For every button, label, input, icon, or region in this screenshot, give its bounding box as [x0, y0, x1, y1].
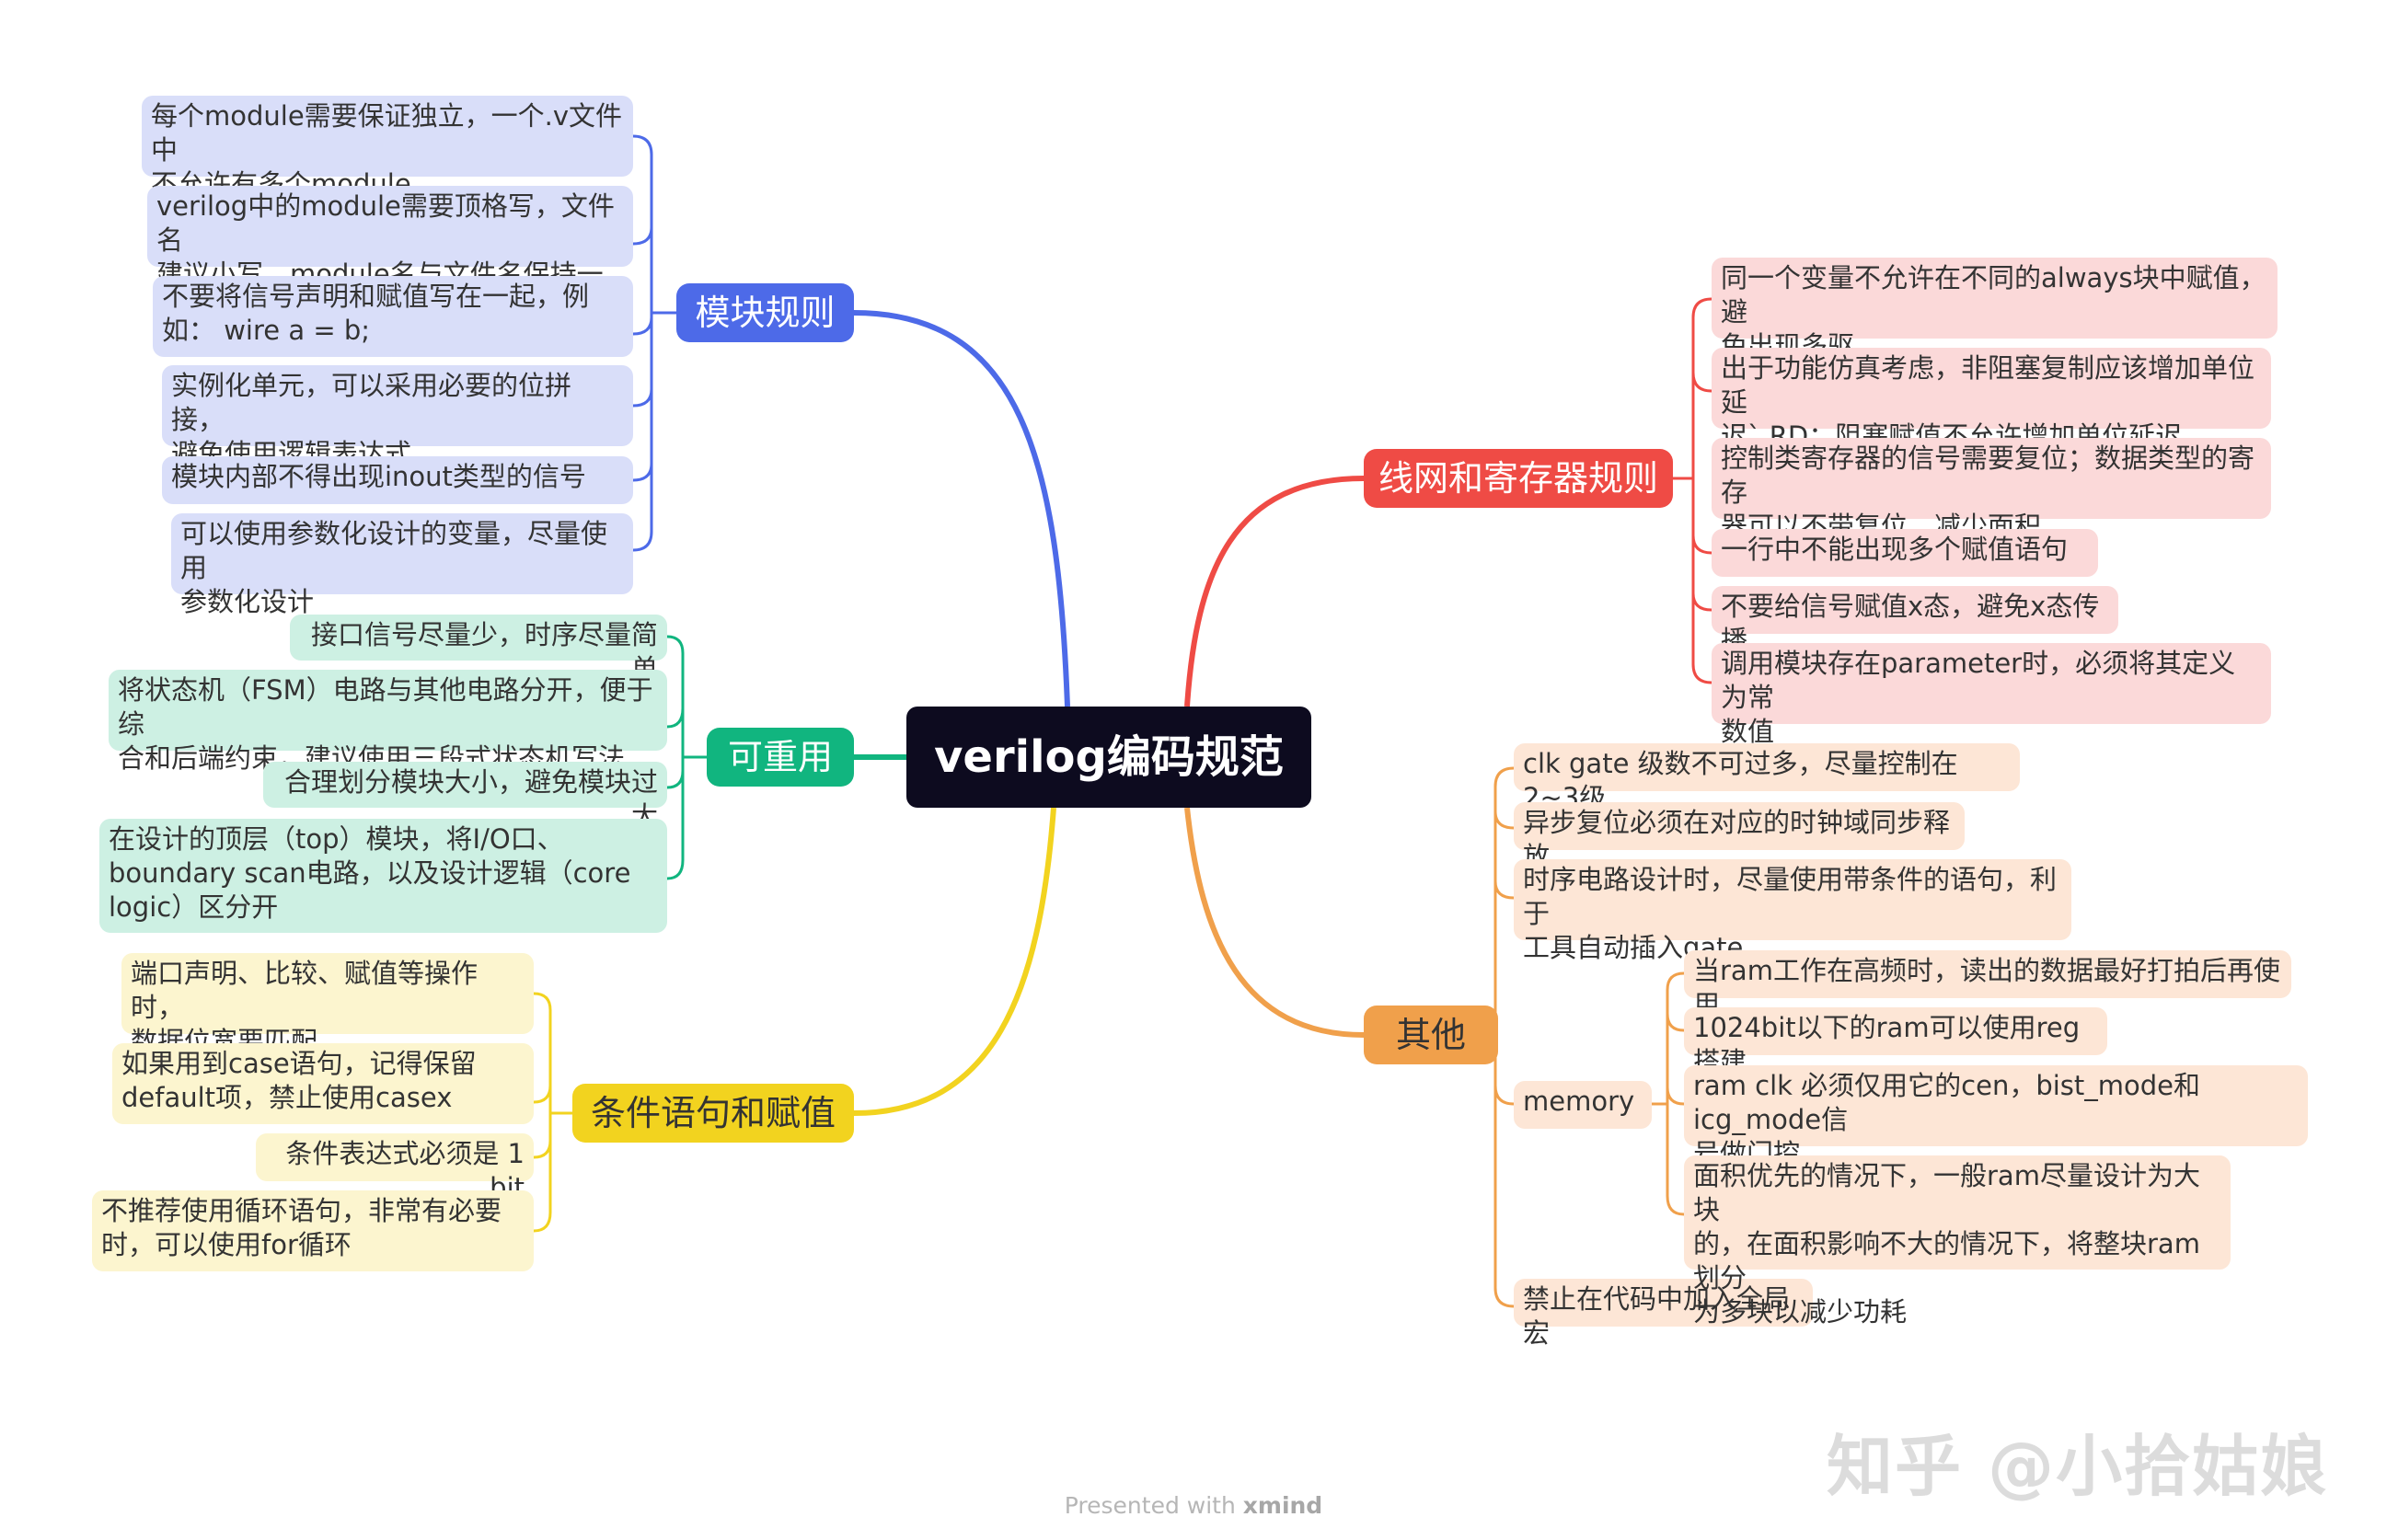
connector-root-cond — [853, 807, 1056, 1116]
module-rule-2[interactable]: verilog中的module需要顶格写，文件名 建议小写，module名与文件… — [147, 186, 633, 324]
wire-rule-4[interactable]: 一行中不能出现多个赋值语句 — [1712, 529, 2098, 577]
module-rule-1[interactable]: 每个module需要保证独立，一个.v文件中 不允许有多个module — [142, 96, 633, 200]
reuse-rule-4[interactable]: 在设计的顶层（top）模块，将I/O口、 boundary scan电路，以及设… — [99, 819, 667, 933]
bracket-module — [632, 134, 676, 552]
reuse-rule-3[interactable]: 合理划分模块大小，避免模块过大 — [263, 762, 667, 832]
branch-conditional-assignment[interactable]: 条件语句和赋值 — [572, 1084, 854, 1143]
module-rule-4[interactable]: 实例化单元，可以采用必要的位拼接， 避免使用逻辑表达式 — [162, 365, 633, 469]
central-topic[interactable]: verilog编码规范 — [906, 707, 1311, 808]
cond-rule-2[interactable]: 如果用到case语句，记得保留 default项，禁止使用casex — [112, 1043, 534, 1124]
memory-rule-1[interactable]: 当ram工作在高频时，读出的数据最好打拍后再使用 — [1684, 950, 2291, 1020]
connector-root-wire — [1184, 476, 1365, 707]
reuse-rule-1[interactable]: 接口信号尽量少，时序尽量简单 — [290, 615, 667, 684]
wire-rule-5[interactable]: 不要给信号赋值x态，避免x态传播 — [1712, 586, 2118, 656]
other-rule-2[interactable]: 异步复位必须在对应的时钟域同步释放 — [1514, 802, 1965, 872]
wire-rule-6[interactable]: 调用模块存在parameter时，必须将其定义为常 数值 — [1712, 643, 2271, 747]
branch-reuse[interactable]: 可重用 — [707, 728, 854, 787]
memory-rule-4[interactable]: 面积优先的情况下，一般ram尽量设计为大块 的，在面积影响不大的情况下，将整块r… — [1684, 1155, 2231, 1327]
footer-credit: Presented with xmind — [0, 1492, 2387, 1519]
wire-rule-1[interactable]: 同一个变量不允许在不同的always块中赋值，避 免出现多驱 — [1712, 258, 2277, 362]
watermark: 知乎 @小拾姑娘 — [1827, 1428, 2329, 1505]
cond-rule-3[interactable]: 条件表达式必须是 1 bit — [256, 1133, 534, 1203]
module-rule-3[interactable]: 不要将信号声明和赋值写在一起，例 如： wire a = b; — [153, 276, 633, 357]
branch-module-rules[interactable]: 模块规则 — [676, 283, 854, 342]
bracket-wire — [1673, 297, 1712, 684]
memory-topic[interactable]: memory — [1514, 1081, 1652, 1129]
connector-root-other — [1184, 807, 1365, 1038]
bracket-cond — [533, 992, 572, 1233]
connector-root-module — [853, 310, 1070, 707]
footer-brand: xmind — [1242, 1492, 1323, 1519]
memory-rule-2[interactable]: 1024bit以下的ram可以使用reg搭建 — [1684, 1007, 2107, 1077]
branch-net-register-rules[interactable]: 线网和寄存器规则 — [1364, 449, 1673, 508]
bracket-other — [1493, 766, 1515, 1308]
bracket-reuse — [666, 635, 707, 880]
bracket-memory — [1652, 971, 1685, 1216]
wire-rule-2[interactable]: 出于功能仿真考虑，非阻塞复制应该增加单位延 迟` RD；阻塞赋值不允许增加单位延… — [1712, 348, 2271, 452]
footer-prefix: Presented with — [1064, 1492, 1243, 1519]
wire-rule-3[interactable]: 控制类寄存器的信号需要复位；数据类型的寄存 器可以不带复位，减少面积 — [1712, 438, 2271, 542]
reuse-rule-2[interactable]: 将状态机（FSM）电路与其他电路分开，便于综 合和后端约束，建议使用三段式状态机… — [109, 670, 667, 774]
other-rule-3[interactable]: 时序电路设计时，尽量使用带条件的语句，利于 工具自动插入gate — [1514, 859, 2071, 963]
module-rule-5[interactable]: 模块内部不得出现inout类型的信号 — [162, 456, 633, 504]
memory-rule-3[interactable]: ram clk 必须仅用它的cen，bist_mode和icg_mode信 号做… — [1684, 1065, 2308, 1169]
branch-other[interactable]: 其他 — [1364, 1006, 1498, 1064]
module-rule-6[interactable]: 可以使用参数化设计的变量，尽量使用 参数化设计 — [171, 513, 633, 617]
cond-rule-4[interactable]: 不推荐使用循环语句，非常有必要 时，可以使用for循环 — [92, 1190, 534, 1271]
cond-rule-1[interactable]: 端口声明、比较、赋值等操作时， 数据位宽要匹配 — [121, 953, 534, 1057]
other-rule-5[interactable]: 禁止在代码中加入全局宏 — [1514, 1279, 1813, 1349]
other-rule-1[interactable]: clk gate 级数不可过多，尽量控制在2~3级 — [1514, 743, 2020, 813]
